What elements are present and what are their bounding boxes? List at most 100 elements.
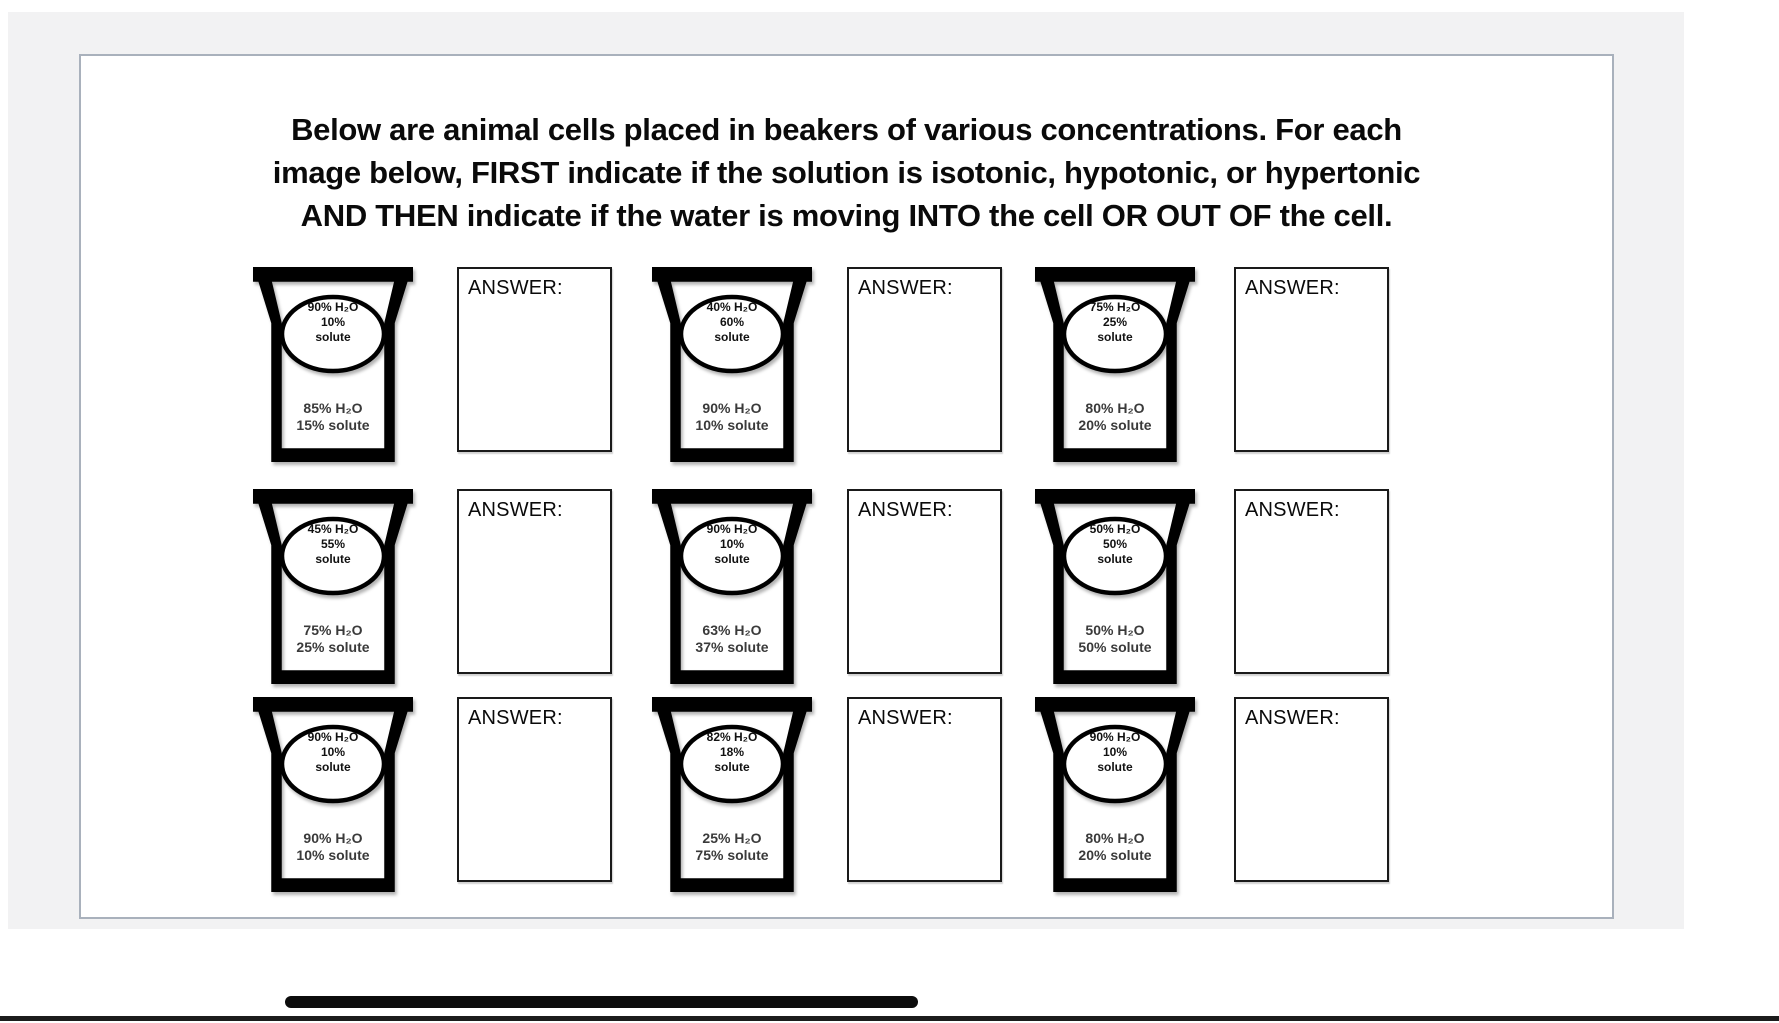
cell-label-line-2: 18% [719,745,745,759]
beaker-outline-icon [652,489,812,684]
cell-label-line-1: 40% H₂O [706,300,758,314]
cell-label-line-3: solute [1097,552,1133,566]
solution-label-line-1: 85% H₂O [303,400,363,416]
answer-box[interactable]: ANSWER: [847,267,1002,452]
cell-label: 90% H₂O 10% solute [271,300,395,345]
answer-box[interactable]: ANSWER: [457,267,612,452]
beaker-outline-icon [253,489,413,684]
solution-label-line-1: 80% H₂O [1085,400,1145,416]
cell-label: 90% H₂O 10% solute [670,522,794,567]
beaker: 40% H₂O 60% solute 90% H₂O 10% solute [652,267,812,462]
document-viewport: Below are animal cells placed in beakers… [8,12,1684,929]
cell-membrane-icon [1061,294,1169,374]
solution-label-line-1: 75% H₂O [303,622,363,638]
cell-label-line-1: 90% H₂O [1089,730,1141,744]
beaker: 90% H₂O 10% solute 63% H₂O 37% solute [652,489,812,684]
cell-label-line-1: 75% H₂O [1089,300,1141,314]
solution-label-line-2: 10% solute [695,417,769,433]
cell-label: 75% H₂O 25% solute [1053,300,1177,345]
answer-label: ANSWER: [468,499,563,521]
cell-label-line-3: solute [714,552,750,566]
solution-label: 80% H₂O 20% solute [1053,400,1177,434]
answer-box[interactable]: ANSWER: [847,697,1002,882]
title-line-3: AND THEN indicate if the water is moving… [300,198,1393,233]
cell-label-line-1: 45% H₂O [307,522,359,536]
beaker: 90% H₂O 10% solute 90% H₂O 10% solute [253,697,413,892]
cell-label-line-2: 60% [719,315,745,329]
solution-label: 80% H₂O 20% solute [1053,830,1177,864]
answer-label: ANSWER: [468,277,563,299]
solution-label: 90% H₂O 10% solute [271,830,395,864]
cell-membrane-icon [678,516,786,596]
answer-label: ANSWER: [468,707,563,729]
solution-label: 90% H₂O 10% solute [670,400,794,434]
cell-label-line-3: solute [315,760,351,774]
cell-label: 45% H₂O 55% solute [271,522,395,567]
cell-label-line-2: 25% [1102,315,1128,329]
beaker: 82% H₂O 18% solute 25% H₂O 75% solute [652,697,812,892]
cell-label-line-1: 50% H₂O [1089,522,1141,536]
cell-label-line-2: 55% [320,537,346,551]
solution-label: 63% H₂O 37% solute [670,622,794,656]
beaker: 75% H₂O 25% solute 80% H₂O 20% solute [1035,267,1195,462]
cell-label-line-3: solute [315,552,351,566]
cell-label: 90% H₂O 10% solute [271,730,395,775]
cell-membrane-icon [279,516,387,596]
worksheet-page: Below are animal cells placed in beakers… [79,54,1614,919]
cell-label: 40% H₂O 60% solute [670,300,794,345]
cell-label-line-3: solute [315,330,351,344]
beaker-outline-icon [253,267,413,462]
beaker-outline-icon [1035,489,1195,684]
solution-label-line-2: 20% solute [1078,417,1152,433]
cell-label-line-2: 10% [719,537,745,551]
cell-label-line-2: 10% [320,745,346,759]
solution-label-line-2: 20% solute [1078,847,1152,863]
answer-box[interactable]: ANSWER: [457,489,612,674]
cell-membrane-icon [678,294,786,374]
solution-label-line-2: 75% solute [695,847,769,863]
beaker: 45% H₂O 55% solute 75% H₂O 25% solute [253,489,413,684]
solution-label-line-1: 50% H₂O [1085,622,1145,638]
cell-membrane-icon [1061,516,1169,596]
solution-label: 75% H₂O 25% solute [271,622,395,656]
beaker-outline-icon [1035,267,1195,462]
solution-label-line-2: 37% solute [695,639,769,655]
cell-label: 90% H₂O 10% solute [1053,730,1177,775]
answer-label: ANSWER: [858,277,953,299]
solution-label-line-2: 10% solute [296,847,370,863]
cell-label-line-1: 90% H₂O [706,522,758,536]
solution-label-line-1: 80% H₂O [1085,830,1145,846]
answer-label: ANSWER: [1245,277,1340,299]
solution-label-line-2: 25% solute [296,639,370,655]
title-line-2: image below, FIRST indicate if the solut… [272,155,1421,190]
cell-label-line-1: 90% H₂O [307,730,359,744]
answer-box[interactable]: ANSWER: [1234,489,1389,674]
solution-label-line-2: 50% solute [1078,639,1152,655]
solution-label-line-1: 63% H₂O [702,622,762,638]
cell-label-line-2: 10% [320,315,346,329]
cell-label: 82% H₂O 18% solute [670,730,794,775]
beaker-outline-icon [652,697,812,892]
beaker: 50% H₂O 50% solute 50% H₂O 50% solute [1035,489,1195,684]
cell-label: 50% H₂O 50% solute [1053,522,1177,567]
cell-membrane-icon [279,294,387,374]
answer-box[interactable]: ANSWER: [457,697,612,882]
answer-label: ANSWER: [1245,499,1340,521]
solution-label: 85% H₂O 15% solute [271,400,395,434]
cell-label-line-3: solute [714,760,750,774]
answer-box[interactable]: ANSWER: [1234,267,1389,452]
window-bottom-edge [0,1016,1779,1021]
answer-box[interactable]: ANSWER: [1234,697,1389,882]
solution-label: 25% H₂O 75% solute [670,830,794,864]
solution-label-line-1: 90% H₂O [702,400,762,416]
beaker-outline-icon [652,267,812,462]
drawn-line-annotation[interactable] [285,996,918,1008]
answer-box[interactable]: ANSWER: [847,489,1002,674]
cell-label-line-1: 90% H₂O [307,300,359,314]
solution-label-line-1: 25% H₂O [702,830,762,846]
solution-label-line-1: 90% H₂O [303,830,363,846]
solution-label-line-2: 15% solute [296,417,370,433]
solution-label: 50% H₂O 50% solute [1053,622,1177,656]
cell-membrane-icon [1061,724,1169,804]
